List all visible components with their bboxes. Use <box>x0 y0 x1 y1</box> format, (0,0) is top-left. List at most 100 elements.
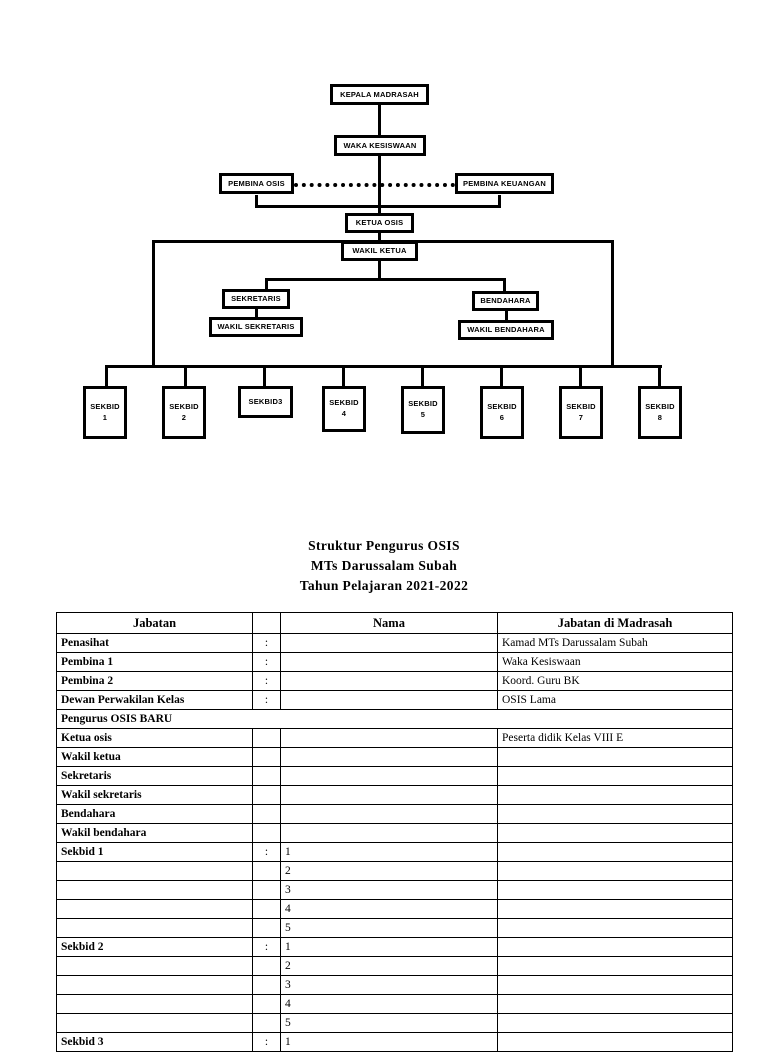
connector-sekbid-drop-4 <box>342 365 345 387</box>
sekbid-4-number: 4 <box>341 409 347 418</box>
cell-jabatan-madrasah[interactable] <box>497 956 733 976</box>
cell-nama[interactable]: 1 <box>280 842 498 862</box>
cell-jabatan-madrasah[interactable]: Waka Kesiswaan <box>497 652 733 672</box>
cell-nama[interactable] <box>280 747 498 767</box>
connector-sekretaris-to-wakil <box>255 308 258 318</box>
cell-nama[interactable] <box>280 671 498 691</box>
connector-pembina-keuangan-down <box>498 195 501 208</box>
connector-sekbid-drop-8 <box>658 365 661 387</box>
cell-nama[interactable] <box>280 766 498 786</box>
cell-jabatan-madrasah[interactable]: Koord. Guru BK <box>497 671 733 691</box>
cell-jabatan-madrasah[interactable] <box>497 785 733 805</box>
table-row: Pembina 2: Koord. Guru BK <box>56 671 733 691</box>
node-pembina-keuangan[interactable]: PEMBINA KEUANGAN <box>455 173 554 194</box>
cell-nama[interactable]: 1 <box>280 1032 498 1052</box>
cell-nama[interactable] <box>280 804 498 824</box>
connector-sekbid-drop-3 <box>263 365 266 387</box>
cell-jabatan <box>56 918 253 938</box>
node-wakil-bendahara[interactable]: WAKIL BENDAHARA <box>458 320 554 340</box>
node-sekbid-8[interactable]: SEKBID 8 <box>638 386 682 439</box>
node-sekbid-2[interactable]: SEKBID 2 <box>162 386 206 439</box>
table-header-row: Jabatan Nama Jabatan di Madrasah <box>56 612 733 634</box>
node-sekbid-1[interactable]: SEKBID 1 <box>83 386 127 439</box>
cell-jabatan: Wakil ketua <box>56 747 253 767</box>
cell-jabatan-madrasah[interactable] <box>497 937 733 957</box>
cell-jabatan: Sekbid 2 <box>56 937 253 957</box>
cell-nama[interactable]: 2 <box>280 956 498 976</box>
cell-nama[interactable]: 5 <box>280 1013 498 1033</box>
cell-jabatan-madrasah[interactable]: Kamad MTs Darussalam Subah <box>497 633 733 653</box>
cell-nama[interactable]: 3 <box>280 880 498 900</box>
cell-nama[interactable] <box>280 785 498 805</box>
cell-jabatan <box>56 994 253 1014</box>
sekbid-6-label: SEKBID <box>487 401 517 411</box>
node-bendahara[interactable]: BENDAHARA <box>472 291 539 311</box>
cell-nama[interactable] <box>280 728 498 748</box>
cell-jabatan: Bendahara <box>56 804 253 824</box>
cell-jabatan-madrasah[interactable] <box>497 766 733 786</box>
connector-sekbid-drop-2 <box>184 365 187 387</box>
sekbid-3-label: SEKBID3 <box>248 397 283 407</box>
cell-jabatan: Sekbid 3 <box>56 1032 253 1052</box>
cell-jabatan-madrasah[interactable]: Peserta didik Kelas VIII E <box>497 728 733 748</box>
cell-jabatan: Pembina 2 <box>56 671 253 691</box>
node-waka-kesiswaan[interactable]: WAKA KESISWAAN <box>334 135 426 156</box>
cell-colon <box>252 785 281 805</box>
node-sekretaris[interactable]: SEKRETARIS <box>222 289 290 309</box>
cell-nama[interactable] <box>280 652 498 672</box>
cell-nama[interactable] <box>280 633 498 653</box>
cell-nama[interactable]: 1 <box>280 937 498 957</box>
cell-nama[interactable]: 5 <box>280 918 498 938</box>
cell-colon: : <box>252 1032 281 1052</box>
cell-jabatan-madrasah[interactable] <box>497 823 733 843</box>
connector-sekbid-drop-7 <box>579 365 582 387</box>
connector-bendahara-to-wakil <box>505 311 508 321</box>
cell-jabatan-madrasah[interactable] <box>497 842 733 862</box>
node-ketua-osis[interactable]: KETUA OSIS <box>345 213 414 233</box>
cell-jabatan-madrasah[interactable] <box>497 994 733 1014</box>
node-sekbid-5[interactable]: SEKBID 5 <box>401 386 445 434</box>
cell-colon: : <box>252 671 281 691</box>
cell-jabatan-madrasah[interactable] <box>497 804 733 824</box>
table-row: Wakil bendahara <box>56 823 733 843</box>
cell-jabatan-madrasah[interactable] <box>497 747 733 767</box>
sekbid-2-label: SEKBID <box>169 401 199 411</box>
connector-ketua-to-wakil <box>378 230 381 244</box>
node-sekbid-4[interactable]: SEKBID 4 <box>322 386 366 432</box>
connector-to-bendahara <box>503 278 506 292</box>
table-row: Wakil ketua <box>56 747 733 767</box>
cell-jabatan-madrasah[interactable] <box>497 880 733 900</box>
node-sekbid-6[interactable]: SEKBID 6 <box>480 386 524 439</box>
sekbid-2-number: 2 <box>181 412 187 422</box>
cell-jabatan-madrasah[interactable] <box>497 861 733 881</box>
node-wakil-ketua[interactable]: WAKIL KETUA <box>341 241 418 261</box>
table-row: 5 <box>56 1013 733 1033</box>
cell-nama[interactable]: 3 <box>280 975 498 995</box>
cell-jabatan-madrasah[interactable] <box>497 1032 733 1052</box>
cell-nama[interactable] <box>280 823 498 843</box>
cell-colon: : <box>252 690 281 710</box>
cell-nama[interactable]: 4 <box>280 899 498 919</box>
connector-kepala-to-waka <box>378 104 381 136</box>
node-sekbid-3[interactable]: SEKBID3 <box>238 386 293 418</box>
node-wakil-sekretaris[interactable]: WAKIL SEKRETARIS <box>209 317 303 337</box>
header-blank <box>252 612 281 634</box>
cell-jabatan-madrasah[interactable] <box>497 975 733 995</box>
cell-jabatan-madrasah[interactable] <box>497 1013 733 1033</box>
title-line-1: Struktur Pengurus OSIS <box>308 538 460 553</box>
cell-nama[interactable] <box>280 690 498 710</box>
cell-colon: : <box>252 842 281 862</box>
sekbid-5-label: SEKBID <box>408 399 438 409</box>
cell-jabatan-madrasah[interactable]: OSIS Lama <box>497 690 733 710</box>
node-pembina-osis[interactable]: PEMBINA OSIS <box>219 173 294 194</box>
node-kepala-madrasah[interactable]: KEPALA MADRASAH <box>330 84 429 105</box>
node-sekbid-7[interactable]: SEKBID 7 <box>559 386 603 439</box>
sekbid-7-label: SEKBID <box>566 401 596 411</box>
cell-jabatan-madrasah[interactable] <box>497 918 733 938</box>
cell-jabatan-madrasah[interactable] <box>497 899 733 919</box>
connector-sekbid-bus <box>107 365 662 368</box>
table-row: 5 <box>56 918 733 938</box>
cell-nama[interactable]: 2 <box>280 861 498 881</box>
cell-nama[interactable]: 4 <box>280 994 498 1014</box>
connector-sekbid-drop-5 <box>421 365 424 387</box>
